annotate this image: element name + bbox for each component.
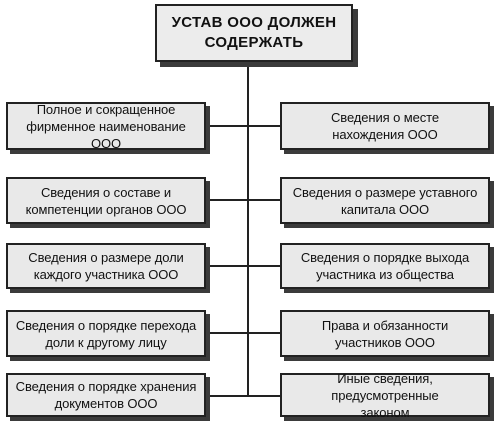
right-node-charter-capital: Сведения о размере уставного капитала ОО… [280,177,490,224]
left-node-governing-bodies: Сведения о составе и компетенции органов… [6,177,206,224]
right-node-member-rights: Права и обязанности участников ООО [280,310,490,357]
left-node-member-share-size: Сведения о размере доли каждого участник… [6,243,206,289]
right-node-member-withdrawal: Сведения о порядке выхода участника из о… [280,243,490,289]
right-node-other-info: Иные сведения, предусмотренные законом [280,371,490,420]
left-node-company-name: Полное и сокращенное фирменное наименова… [6,102,206,151]
left-node-document-storage: Сведения о порядке хранения документов О… [6,373,206,417]
right-node-location: Сведения о месте нахождения ООО [280,102,490,150]
left-node-share-transfer: Сведения о порядке перехода доли к друго… [6,310,206,357]
root-node: УСТАВ ООО ДОЛЖЕН СОДЕРЖАТЬ [155,4,353,62]
